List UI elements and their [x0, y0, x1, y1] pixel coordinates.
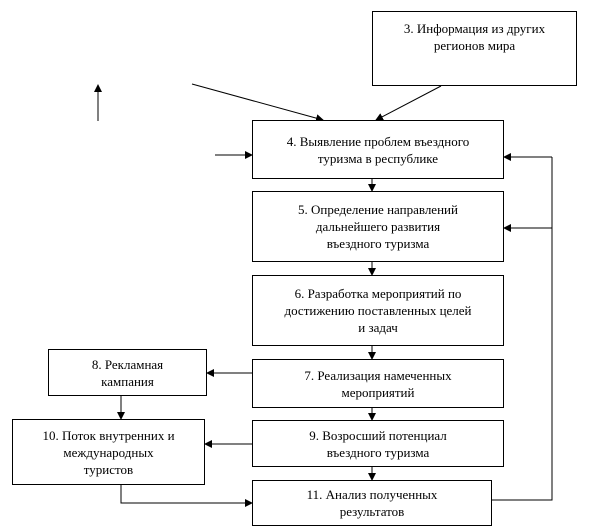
box-11-results-analysis: 11. Анализ полученных результатов: [252, 480, 492, 526]
feedback-line: [492, 157, 553, 501]
box-6-label: 6. Разработка мероприятий по достижению …: [284, 286, 472, 335]
arrow-b3-to-b4: [375, 85, 442, 121]
box-4-problem-identification: 4. Выявление проблем въездного туризма в…: [252, 120, 504, 179]
box-11-label: 11. Анализ полученных результатов: [306, 487, 438, 519]
box-3-info-other-regions: 3. Информация из других регионов мира: [372, 11, 577, 86]
arrow-b10-to-b11: [120, 485, 253, 507]
box-5-development-directions: 5. Определение направлений дальнейшего р…: [252, 191, 504, 262]
box-8-advertising-campaign: 8. Рекламная кампания: [48, 349, 207, 396]
box-7-label: 7. Реализация намеченных мероприятий: [304, 367, 452, 400]
arrow-diagonal-to-b4: [191, 83, 324, 123]
box-9-increased-potential: 9. Возросший потенциал въездного туризма: [252, 420, 504, 467]
box-6-measures-development: 6. Разработка мероприятий по достижению …: [252, 275, 504, 346]
box-4-label: 4. Выявление проблем въездного туризма в…: [286, 133, 470, 166]
box-8-label: 8. Рекламная кампания: [91, 356, 164, 389]
box-3-label: 3. Информация из других регионов мира: [403, 21, 546, 53]
box-7-implementation: 7. Реализация намеченных мероприятий: [252, 359, 504, 408]
box-5-label: 5. Определение направлений дальнейшего р…: [298, 202, 458, 251]
box-9-label: 9. Возросший потенциал въездного туризма: [309, 427, 447, 460]
box-10-label: 10. Поток внутренних и международных тур…: [42, 427, 175, 477]
box-10-tourist-flow: 10. Поток внутренних и международных тур…: [12, 419, 205, 485]
